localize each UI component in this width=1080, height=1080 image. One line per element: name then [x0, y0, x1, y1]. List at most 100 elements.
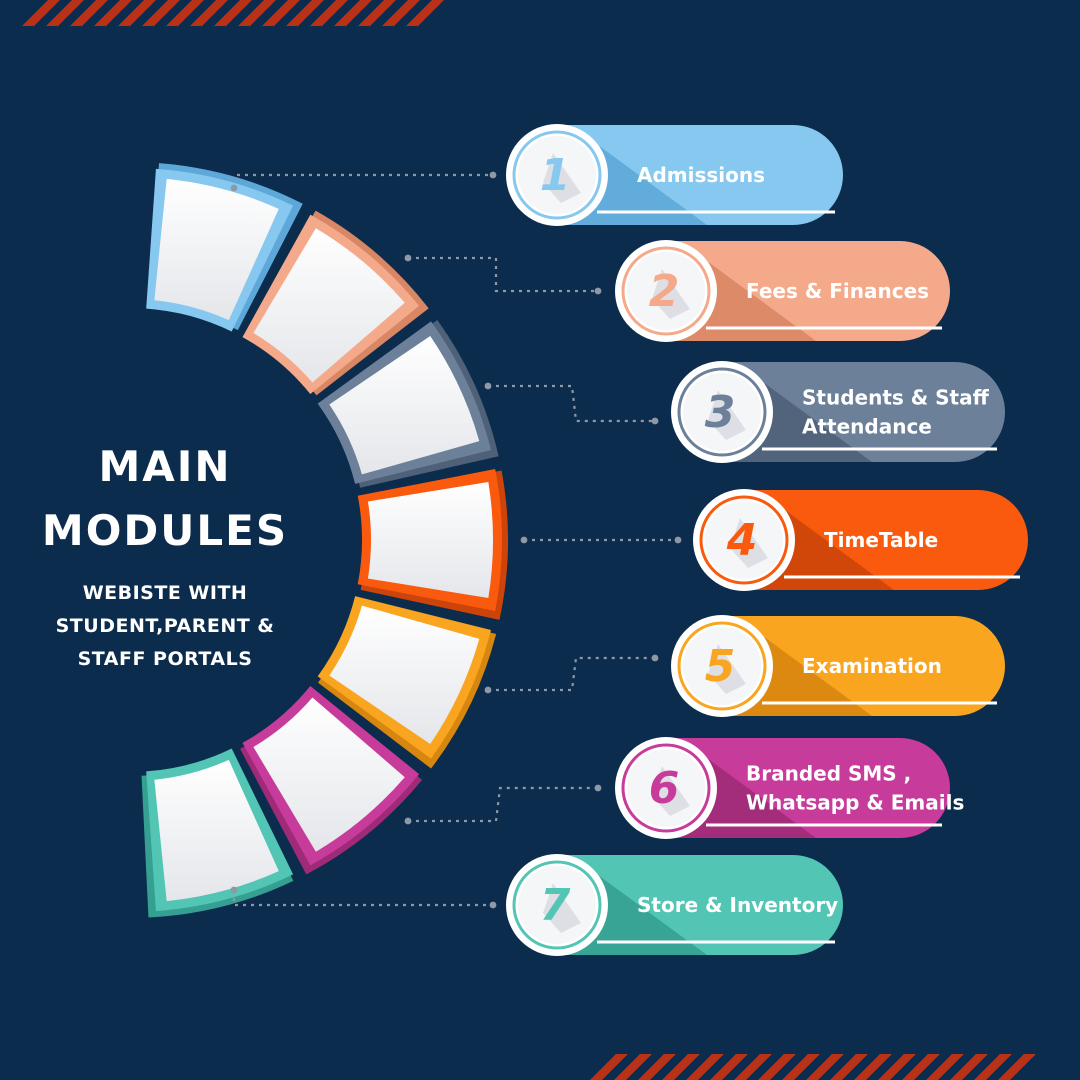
module-number: 3 [705, 387, 736, 438]
stripe [238, 0, 276, 26]
stripe [382, 0, 420, 26]
number-circle-ring [512, 860, 602, 950]
stripe [46, 0, 84, 26]
stripe [998, 1054, 1036, 1080]
connector-dot [484, 686, 492, 694]
stripe [166, 0, 204, 26]
main-title-line1: MAIN [98, 442, 232, 491]
number-shadow [652, 269, 690, 319]
module-5: 5 Examination [484, 615, 1005, 717]
stripe [310, 0, 348, 26]
number-circle-ring [677, 367, 767, 457]
stripe [214, 0, 252, 26]
module-label: Whatsapp & Emails [746, 791, 964, 815]
number-shadow [708, 644, 746, 694]
subtitle-line3: STAFF PORTALS [77, 648, 253, 670]
stripe [22, 0, 60, 26]
module-number: 1 [540, 150, 571, 201]
ring-segment [146, 163, 303, 332]
module-1: 1 Admissions [230, 124, 843, 226]
subtitle-line1: WEBISTE WITH [82, 582, 248, 604]
connector-line [232, 173, 493, 188]
connector-line [408, 256, 598, 293]
connector-line [488, 384, 655, 423]
module-6: 6 Branded SMS , Whatsapp & Emails [404, 737, 964, 839]
stripe [334, 0, 372, 26]
number-circle-ring [621, 246, 711, 336]
module-label: Branded SMS , [746, 762, 911, 786]
ring-segment [240, 686, 423, 875]
number-circle-ring [677, 621, 767, 711]
ring-segment [317, 319, 499, 488]
stripe [590, 1054, 628, 1080]
module-label: Students & Staff [802, 386, 990, 410]
subtitle-line2: STUDENT,PARENT & [55, 615, 275, 637]
stripe [70, 0, 108, 26]
connector-line [408, 786, 598, 823]
ring-segment [141, 748, 294, 918]
stripe [758, 1054, 796, 1080]
ring-segment [242, 210, 429, 396]
ring-segment-face [367, 481, 494, 599]
stripe [854, 1054, 892, 1080]
connector-dot [230, 886, 238, 894]
number-shadow [708, 390, 746, 440]
connector-dot [651, 654, 659, 662]
stripe [830, 1054, 868, 1080]
stripe [734, 1054, 772, 1080]
stripe [902, 1054, 940, 1080]
number-shadow [730, 518, 768, 568]
stripe [142, 0, 180, 26]
ring-segments [141, 163, 509, 918]
ring-segment-face [253, 697, 405, 852]
stripe [190, 0, 228, 26]
stripe [950, 1054, 988, 1080]
stripe [782, 1054, 820, 1080]
ring-segment-face [329, 335, 480, 475]
ring-segment-face [329, 605, 480, 745]
connector-dot [489, 171, 497, 179]
module-number: 7 [540, 880, 571, 931]
stripe [638, 1054, 676, 1080]
stripe [710, 1054, 748, 1080]
stripe [406, 0, 444, 26]
stripe [94, 0, 132, 26]
number-circle-ring [699, 495, 789, 585]
module-label: Admissions [637, 163, 765, 187]
connector-dot [594, 287, 602, 295]
stripe [686, 1054, 724, 1080]
number-shadow [652, 766, 690, 816]
bottom-stripes [590, 1054, 1036, 1080]
number-circle-ring [512, 130, 602, 220]
connector-dot [520, 536, 528, 544]
connector-line [232, 890, 493, 907]
module-label: TimeTable [824, 528, 938, 552]
stripe [662, 1054, 700, 1080]
connector-dot [651, 417, 659, 425]
ring-segment-face [253, 228, 405, 383]
top-stripes [22, 0, 444, 26]
ring-segment [357, 469, 509, 620]
module-label: Fees & Finances [746, 279, 929, 303]
number-circle-ring [621, 743, 711, 833]
connector-dot [484, 382, 492, 390]
module-label: Examination [802, 654, 942, 678]
number-shadow [543, 883, 581, 933]
module-number: 5 [705, 641, 736, 692]
connector-dot [230, 184, 238, 192]
connector-dot [489, 901, 497, 909]
number-shadow [543, 153, 581, 203]
stripe [262, 0, 300, 26]
stripe [358, 0, 396, 26]
stripe [926, 1054, 964, 1080]
main-title-line2: MODULES [41, 506, 289, 555]
ring-segment-face [154, 759, 279, 902]
connector-line [488, 656, 655, 692]
module-label: Store & Inventory [637, 893, 838, 917]
module-number: 6 [649, 763, 680, 814]
